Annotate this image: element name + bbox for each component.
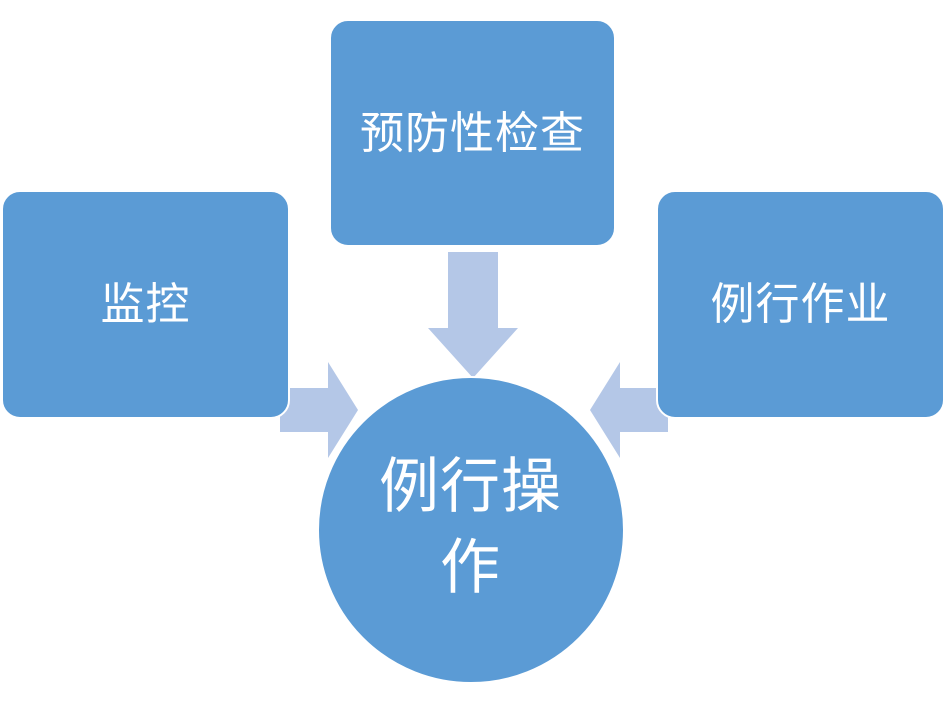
arrow-top-to-center bbox=[428, 252, 518, 378]
arrow-right-to-center bbox=[590, 362, 668, 458]
node-center-label: 例行操作 bbox=[379, 452, 562, 603]
node-top-box bbox=[329, 19, 616, 247]
arrow-left-to-center bbox=[280, 362, 358, 458]
node-right-box bbox=[656, 190, 945, 419]
node-center-circle bbox=[317, 376, 625, 684]
node-top-label: 预防性检查 bbox=[360, 107, 585, 159]
node-left-label: 监控 bbox=[100, 279, 191, 330]
node-right-label: 例行作业 bbox=[710, 279, 891, 330]
node-left-box bbox=[1, 190, 290, 419]
